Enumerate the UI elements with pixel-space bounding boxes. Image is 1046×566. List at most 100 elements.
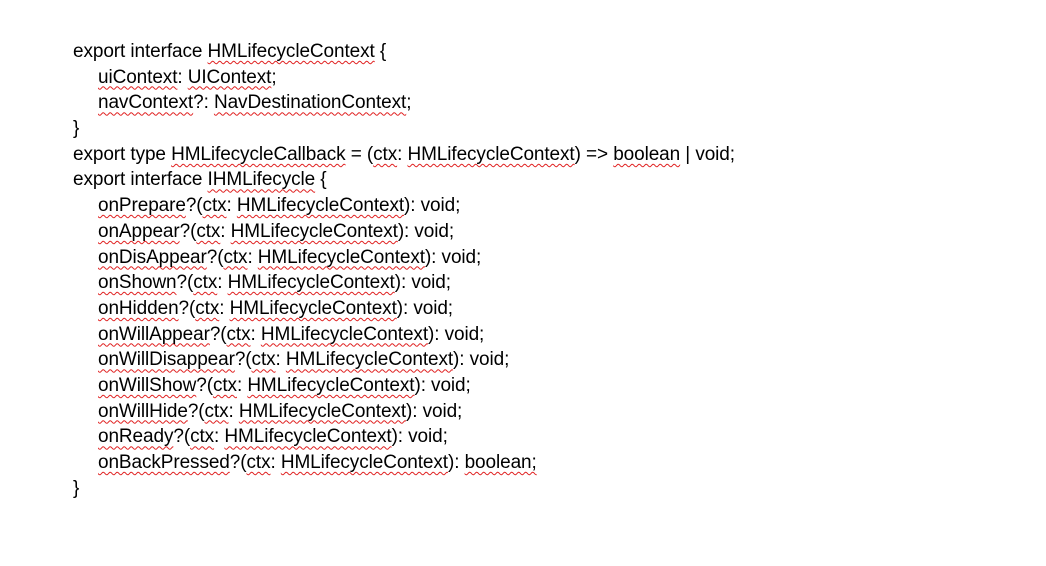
misspelled-token: HMLifecycleContext bbox=[280, 452, 448, 473]
misspelled-token: HMLifecycleCallback bbox=[171, 143, 346, 165]
code-token: ; bbox=[271, 66, 277, 88]
code-token: ?( bbox=[185, 195, 203, 217]
code-token: ?( bbox=[179, 220, 197, 242]
misspelled-token: HMLifecycleContext bbox=[230, 220, 398, 242]
code-line: uiContext: UIContext; bbox=[73, 65, 1033, 91]
misspelled-token: ctx bbox=[195, 297, 220, 319]
code-token: : bbox=[270, 452, 281, 473]
misspelled-token: HMLifecycleContext bbox=[407, 143, 575, 165]
misspelled-token: HMLifecycleContext bbox=[257, 246, 425, 268]
code-token: : bbox=[177, 66, 188, 88]
code-token: : bbox=[217, 272, 228, 294]
code-token: : bbox=[219, 297, 230, 319]
misspelled-token: boolean bbox=[613, 143, 681, 165]
code-token: : bbox=[220, 220, 231, 242]
misspelled-token: ctx bbox=[246, 452, 271, 473]
misspelled-token: onWillDisappear bbox=[98, 349, 235, 371]
code-token: ): void; bbox=[453, 349, 510, 371]
code-token: : bbox=[397, 143, 408, 165]
misspelled-token: ctx bbox=[212, 374, 237, 396]
misspelled-token: ctx bbox=[196, 220, 221, 242]
misspelled-token: onShown bbox=[98, 272, 177, 294]
code-token: } bbox=[73, 118, 80, 140]
document-body[interactable]: export interface HMLifecycleContext { ui… bbox=[73, 39, 1033, 501]
misspelled-token: HMLifecycleContext bbox=[224, 426, 392, 448]
code-token: export type bbox=[73, 143, 172, 165]
misspelled-token: HMLifecycleContext bbox=[227, 272, 395, 294]
code-token: ): void; bbox=[397, 220, 455, 242]
code-token: ?( bbox=[196, 374, 213, 396]
misspelled-token: onAppear bbox=[98, 220, 180, 242]
misspelled-token: boolean; bbox=[464, 452, 537, 473]
code-token: ): void; bbox=[404, 195, 461, 217]
code-token: ?( bbox=[187, 400, 205, 422]
misspelled-token: ctx bbox=[223, 246, 248, 268]
misspelled-token: HMLifecycleContext bbox=[260, 323, 429, 345]
code-token: ?( bbox=[209, 323, 227, 345]
code-token: ?( bbox=[178, 297, 196, 319]
code-token: : bbox=[228, 400, 239, 422]
code-line: onWillAppear?(ctx: HMLifecycleContext): … bbox=[73, 322, 1033, 348]
misspelled-token: ctx bbox=[193, 272, 218, 294]
code-line: onShown?(ctx: HMLifecycleContext): void; bbox=[73, 270, 1033, 296]
code-token: ?( bbox=[173, 426, 191, 448]
misspelled-token: ctx bbox=[373, 143, 398, 165]
code-line: onReady?(ctx: HMLifecycleContext): void; bbox=[73, 424, 1033, 450]
misspelled-token: navContext bbox=[98, 92, 194, 114]
code-token: { bbox=[374, 41, 387, 62]
misspelled-token: uiContext bbox=[98, 66, 178, 88]
code-token: { bbox=[315, 169, 327, 191]
code-token: : bbox=[275, 349, 286, 371]
misspelled-token: onHidden bbox=[98, 297, 179, 319]
code-token: | void; bbox=[680, 143, 735, 165]
misspelled-token: UIContext bbox=[187, 66, 272, 88]
misspelled-token: HMLifecycleContext bbox=[236, 195, 405, 217]
code-token: : bbox=[214, 426, 225, 448]
code-token: : bbox=[236, 374, 248, 396]
code-token: ; bbox=[406, 92, 412, 114]
code-line: export interface IHMLifecycle { bbox=[73, 167, 1033, 193]
misspelled-token: onWillShow bbox=[98, 374, 197, 396]
code-token: ?( bbox=[229, 452, 247, 473]
code-line: onDisAppear?(ctx: HMLifecycleContext): v… bbox=[73, 245, 1033, 271]
code-token: : bbox=[250, 323, 261, 345]
code-token: ?( bbox=[176, 272, 194, 294]
code-token: : bbox=[226, 195, 237, 217]
misspelled-token: HMLifecycleContext bbox=[207, 41, 375, 62]
misspelled-token: ctx bbox=[251, 349, 276, 371]
code-token: ): void; bbox=[414, 374, 471, 396]
misspelled-token: onBackPressed bbox=[98, 452, 230, 473]
code-token: ) => bbox=[574, 143, 614, 165]
code-token: ?( bbox=[206, 246, 224, 268]
code-token: : bbox=[247, 246, 258, 268]
code-line: onWillHide?(ctx: HMLifecycleContext): vo… bbox=[73, 399, 1033, 425]
code-token: ?( bbox=[234, 349, 252, 371]
code-token: ): void; bbox=[391, 426, 448, 448]
code-token: ): void; bbox=[424, 246, 482, 268]
code-line: onBackPressed?(ctx: HMLifecycleContext):… bbox=[73, 450, 1033, 476]
misspelled-token: IHMLifecycle bbox=[207, 169, 316, 191]
code-token: export interface bbox=[73, 169, 208, 191]
code-line: } bbox=[73, 476, 1033, 502]
code-token: ): void; bbox=[396, 297, 453, 319]
code-token: ?: bbox=[193, 92, 214, 114]
misspelled-token: onWillHide bbox=[98, 400, 188, 422]
code-line: onWillDisappear?(ctx: HMLifecycleContext… bbox=[73, 347, 1033, 373]
misspelled-token: ctx bbox=[226, 323, 251, 345]
misspelled-token: HMLifecycleContext bbox=[247, 374, 415, 396]
code-line: export interface HMLifecycleContext { bbox=[73, 39, 1033, 65]
code-line: onPrepare?(ctx: HMLifecycleContext): voi… bbox=[73, 193, 1033, 219]
code-token: export interface bbox=[73, 41, 208, 62]
misspelled-token: HMLifecycleContext bbox=[229, 297, 397, 319]
misspelled-token: onDisAppear bbox=[98, 246, 207, 268]
code-line: onHidden?(ctx: HMLifecycleContext): void… bbox=[73, 296, 1033, 322]
code-token: ): void; bbox=[406, 400, 463, 422]
misspelled-token: onPrepare bbox=[98, 195, 186, 217]
misspelled-token: HMLifecycleContext bbox=[285, 349, 454, 371]
code-token: } bbox=[73, 477, 80, 499]
code-line: onWillShow?(ctx: HMLifecycleContext): vo… bbox=[73, 373, 1033, 399]
misspelled-token: HMLifecycleContext bbox=[238, 400, 407, 422]
code-token: ): void; bbox=[428, 323, 485, 345]
code-token: ): bbox=[447, 452, 465, 473]
misspelled-token: ctx bbox=[190, 426, 215, 448]
